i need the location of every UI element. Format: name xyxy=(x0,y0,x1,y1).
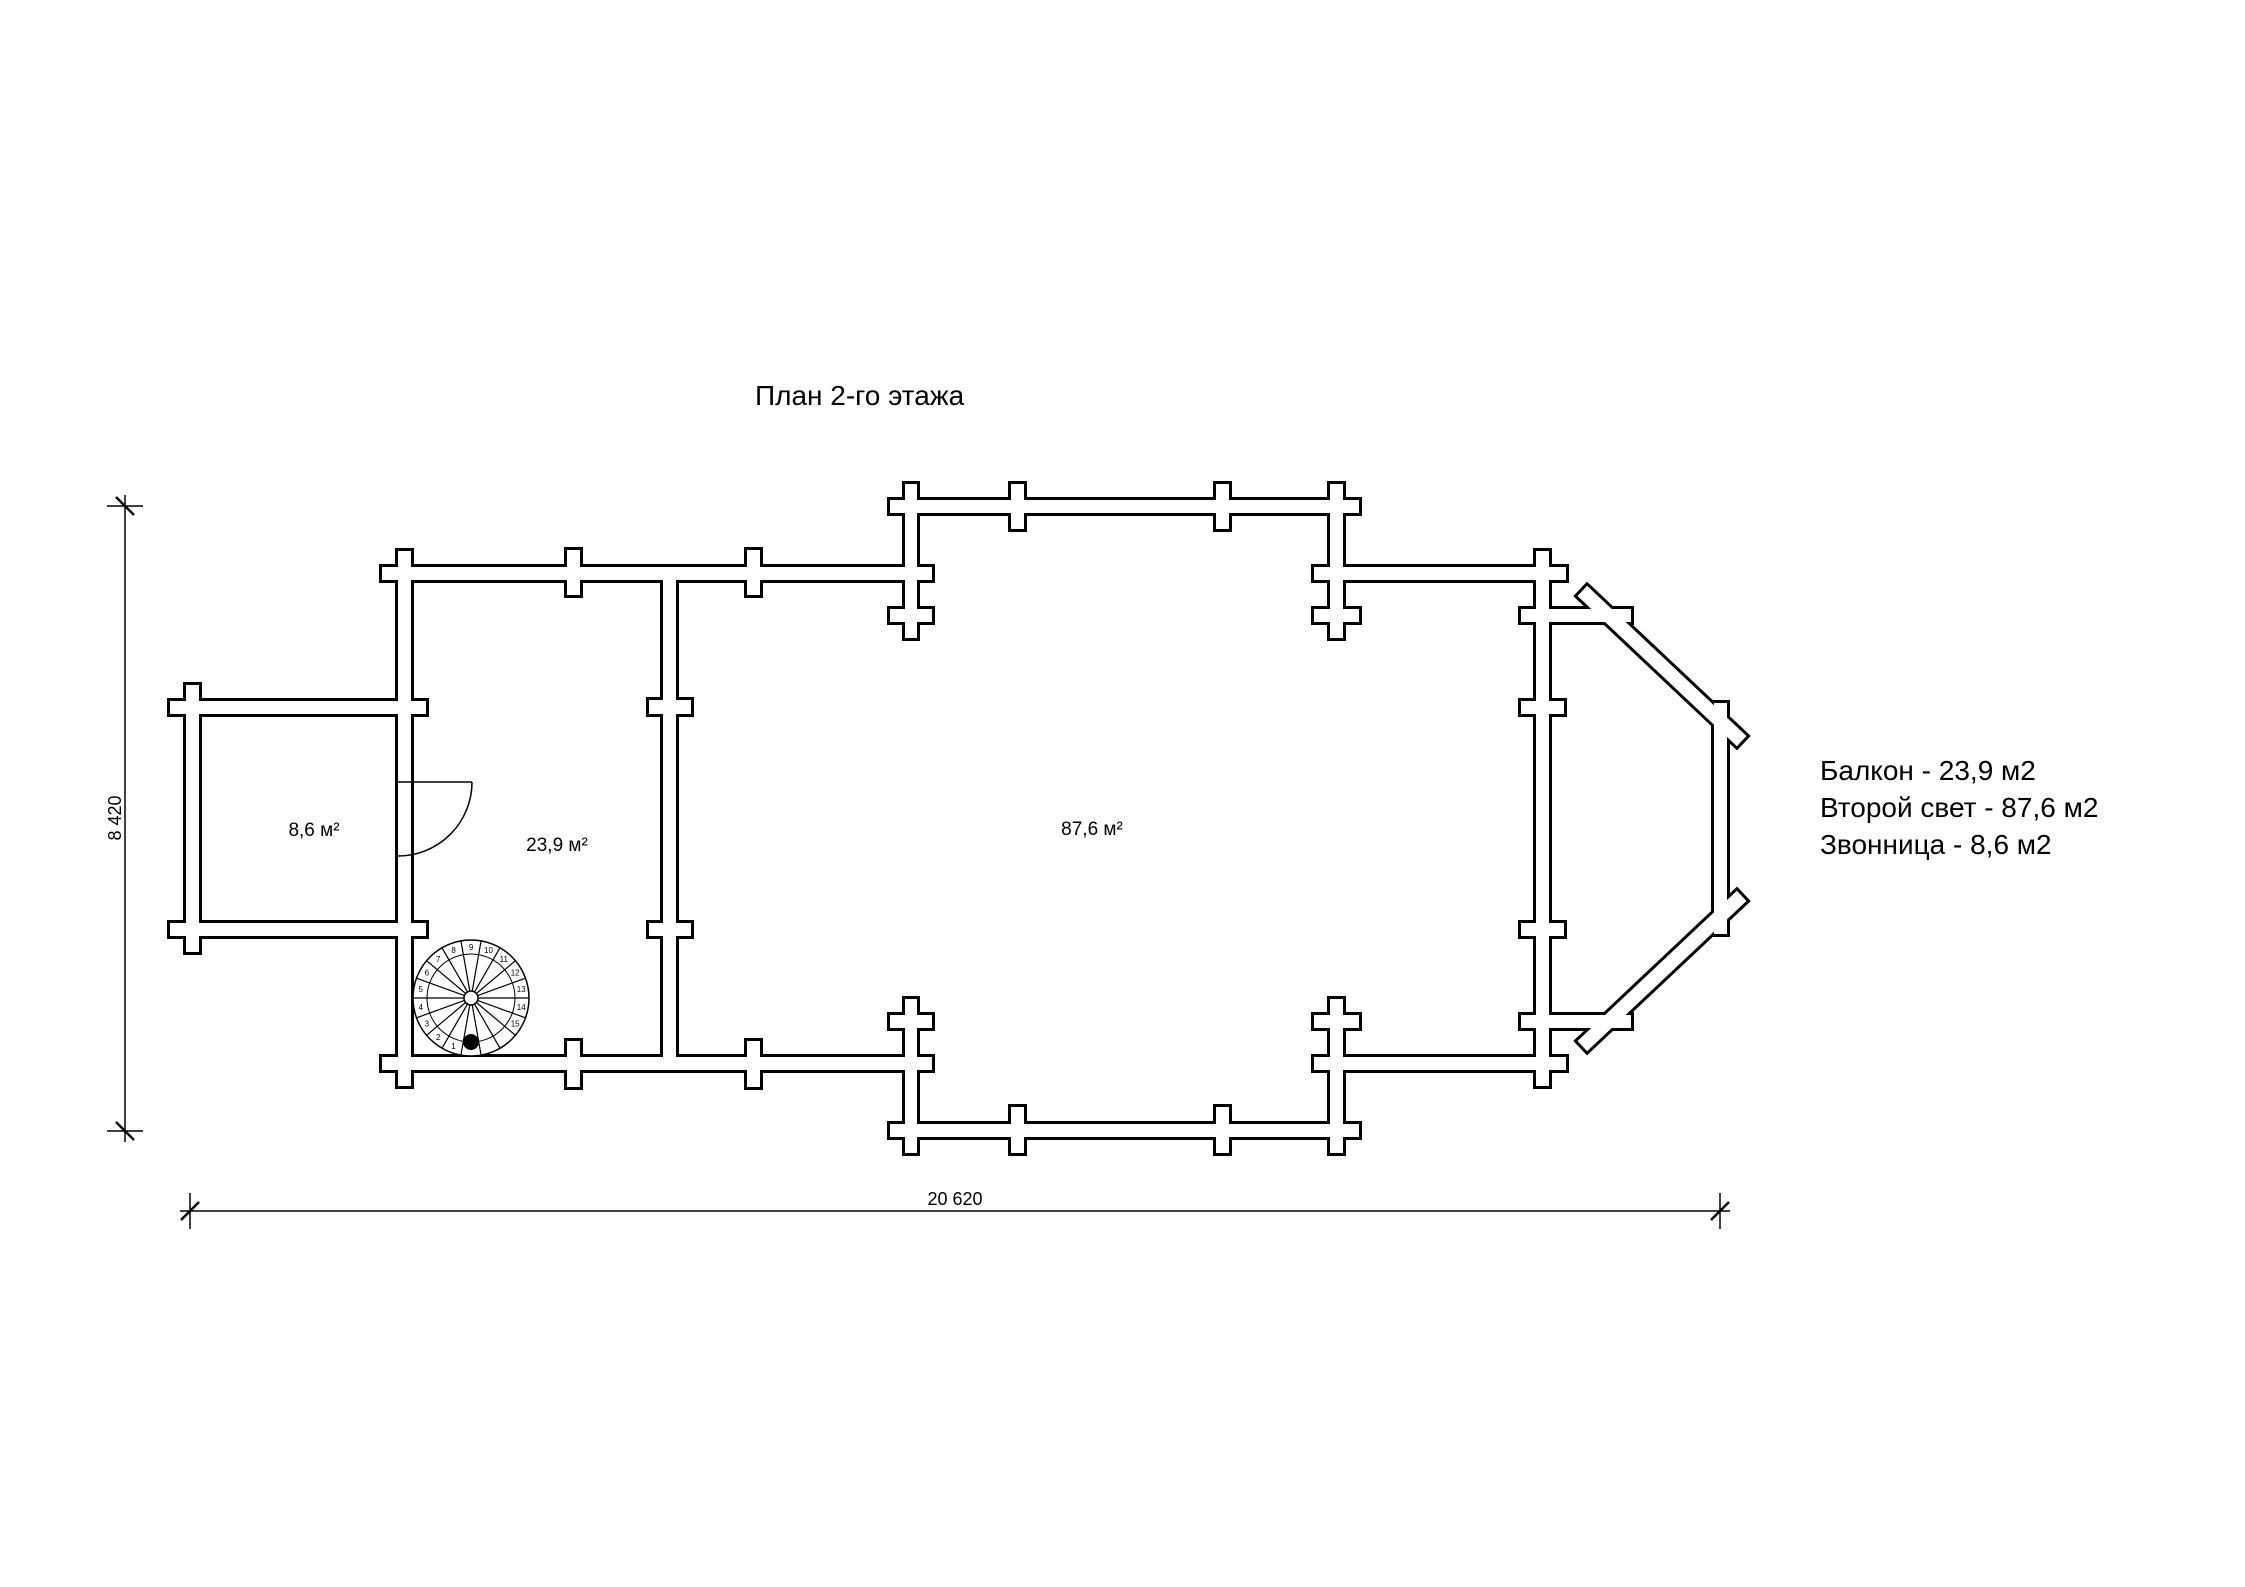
legend-item-balcony: Балкон - 23,9 м2 xyxy=(1820,755,2036,786)
wall-21 xyxy=(1011,484,1024,529)
stair-step-line xyxy=(460,940,471,992)
room-area-balcony: 23,9 м² xyxy=(526,835,588,856)
area-legend: Балкон - 23,9 м2 Второй свет - 87,6 м2 З… xyxy=(1820,752,2098,863)
wall-18 xyxy=(905,999,917,1153)
stair-step-line xyxy=(426,960,467,994)
stair-step-number: 12 xyxy=(511,969,520,978)
stair-step-line xyxy=(441,947,469,993)
stair-step-line xyxy=(475,1002,516,1036)
legend-item-bell-tower: Звонница - 8,6 м2 xyxy=(1820,829,2052,860)
stair-step-number: 4 xyxy=(419,1003,424,1012)
wall-27 xyxy=(1314,567,1566,580)
wall-3 xyxy=(398,551,411,1086)
wall-7 xyxy=(747,550,760,595)
stair-step-number: 1 xyxy=(451,1042,456,1051)
door xyxy=(397,781,473,857)
wall-38 xyxy=(1577,890,1747,1052)
stair-step-line xyxy=(426,1002,467,1036)
wall-4 xyxy=(382,567,932,580)
wall-12 xyxy=(649,700,691,714)
wall-26 xyxy=(1314,609,1359,622)
wall-22 xyxy=(1216,484,1229,529)
wall-23 xyxy=(1011,1107,1024,1153)
wall-2 xyxy=(186,685,199,952)
walls-fill xyxy=(170,484,1747,1153)
wall-19 xyxy=(890,1015,932,1028)
wall-6 xyxy=(567,550,580,595)
stair-step-number: 9 xyxy=(469,943,474,952)
stair-step-number: 2 xyxy=(436,1033,441,1042)
wall-29 xyxy=(1314,1015,1359,1028)
stair-step-line xyxy=(471,1004,482,1056)
height-dimension-label: 8 420 xyxy=(105,795,125,840)
wall-24 xyxy=(1216,1107,1229,1153)
stair-start-marker xyxy=(463,1034,479,1050)
room-area-bell-tower: 8,6 м² xyxy=(288,820,339,841)
wall-14 xyxy=(649,923,691,936)
stair-step-line xyxy=(475,960,516,994)
stair-step-line xyxy=(477,977,526,997)
wall-17 xyxy=(890,609,932,622)
wall-34 xyxy=(1521,701,1564,714)
stair-step-line xyxy=(416,999,465,1019)
stair-center-post xyxy=(463,990,479,1006)
height-dimension xyxy=(107,495,143,1142)
wall-30 xyxy=(1314,1057,1566,1070)
stair-step-number: 11 xyxy=(500,955,509,964)
stair-step-line xyxy=(473,1003,501,1049)
stair-step-line xyxy=(416,977,465,997)
wall-8 xyxy=(567,1041,580,1087)
wall-16 xyxy=(890,500,1359,513)
stair-step-line xyxy=(477,999,526,1019)
stair-step-number: 8 xyxy=(451,946,456,955)
wall-15 xyxy=(905,484,917,638)
wall-0 xyxy=(170,701,426,714)
stair-step-line xyxy=(460,1004,471,1056)
wall-5 xyxy=(382,1057,932,1070)
stair-step-number: 15 xyxy=(511,1020,520,1029)
stair-step-number: 10 xyxy=(484,946,493,955)
plan-title: План 2-го этажа xyxy=(755,380,965,411)
wall-25 xyxy=(1330,484,1343,638)
legend-item-second-light: Второй свет - 87,6 м2 xyxy=(1820,792,2099,823)
wall-1 xyxy=(170,923,426,936)
stair-step-number: 13 xyxy=(517,985,526,994)
wall-36 xyxy=(1714,703,1727,934)
room-area-hall: 87,6 м² xyxy=(1061,819,1123,840)
width-dimension xyxy=(180,1193,1730,1229)
stair-step-number: 3 xyxy=(425,1019,430,1028)
wall-28 xyxy=(1330,999,1343,1153)
stair-step-number: 6 xyxy=(425,968,430,977)
stair-step-number: 7 xyxy=(436,955,441,964)
stair-step-number: 14 xyxy=(517,1003,526,1012)
stair-step-line xyxy=(473,947,501,993)
wall-9 xyxy=(747,1041,760,1087)
wall-31 xyxy=(1536,551,1549,1086)
wall-37 xyxy=(1577,585,1747,747)
wall-20 xyxy=(890,1124,1359,1137)
wall-35 xyxy=(1521,923,1564,936)
width-dimension-label: 20 620 xyxy=(927,1189,982,1209)
stair-step-line xyxy=(471,940,482,992)
wall-10 xyxy=(663,580,676,1057)
stair-step-number: 5 xyxy=(419,985,424,994)
stair-step-line xyxy=(441,1003,469,1049)
